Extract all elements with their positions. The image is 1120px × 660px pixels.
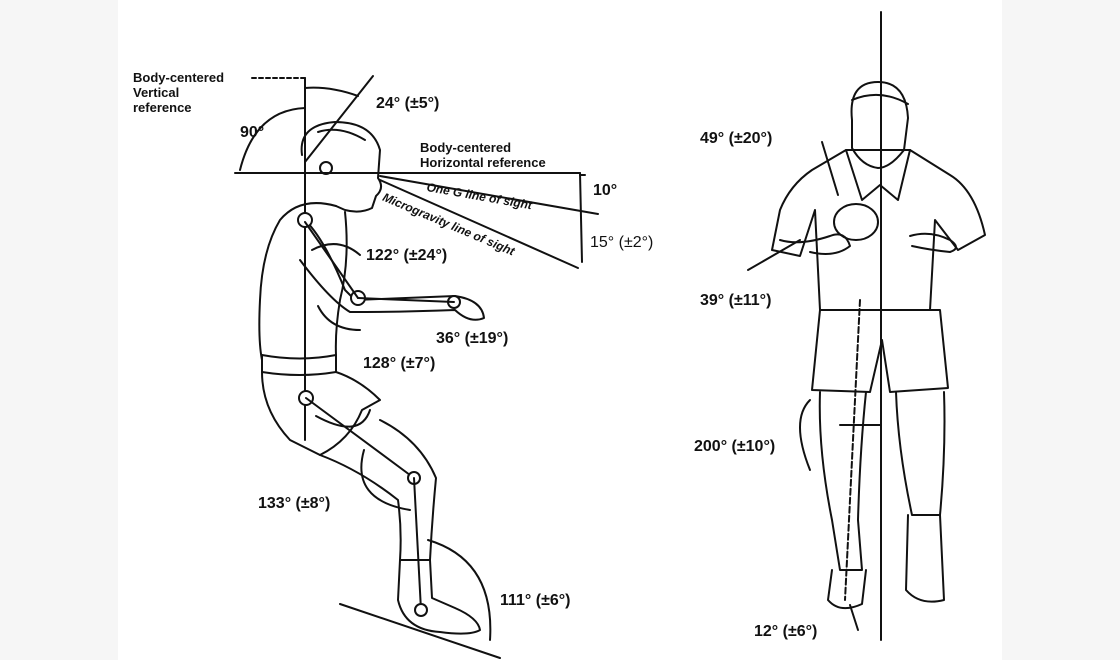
shoulder-angle-label: 122° (±24°): [366, 247, 448, 264]
vertical-reference-line1: Body-centered: [133, 70, 225, 85]
vertical-angle-label: 90°: [240, 124, 265, 141]
vertical-reference-line2: Vertical: [133, 85, 180, 100]
ankle-angle-label: 111° (±6°): [500, 592, 571, 609]
right-margin: [1002, 0, 1120, 660]
diagram-canvas: [118, 0, 1002, 660]
neck-angle-label: 24° (±5°): [376, 95, 440, 112]
side-shorts: [261, 371, 381, 456]
front-left-boot: [827, 569, 867, 610]
vertical-reference-line3: reference: [133, 100, 192, 115]
sight-1g-angle-label: 10°: [593, 182, 618, 199]
microgravity-sight-line: [379, 179, 579, 269]
front-right-boot: [905, 514, 945, 603]
front-left-leg: [818, 391, 867, 571]
front-shoulder-angle-label: 49° (±20°): [700, 130, 773, 147]
front-left-arm: [779, 233, 851, 255]
front-elbow-angle-label: 39° (±11°): [700, 292, 772, 309]
vertical-reference-label: Body-centered Vertical reference: [133, 70, 224, 115]
elbow-angle-label: 36° (±19°): [436, 330, 509, 347]
one-g-sight-line: [379, 175, 599, 215]
front-thigh-angle-label: 200° (±10°): [694, 438, 776, 455]
side-leg: [319, 419, 437, 561]
handheld-device: [833, 203, 879, 241]
knee-angle-label: 133° (±8°): [258, 495, 331, 512]
head-tilt-line: [304, 75, 374, 163]
side-boot: [397, 559, 481, 635]
horizontal-reference-line2: Horizontal reference: [420, 155, 546, 170]
floor-line: [339, 603, 501, 659]
horizontal-reference-line1: Body-centered: [420, 140, 512, 155]
left-margin: [0, 0, 118, 660]
hip-angle-label: 128° (±7°): [363, 355, 436, 372]
front-shorts: [811, 309, 949, 393]
side-back: [258, 202, 337, 361]
horizontal-reference-label: Body-centered Horizontal reference: [420, 140, 546, 170]
front-right-leg: [895, 391, 946, 516]
side-head: [300, 121, 382, 213]
side-arm: [299, 219, 485, 321]
sight-micro-angle-label: 15° (±2°): [590, 234, 654, 251]
front-shirt: [771, 149, 986, 311]
front-foot-angle-label: 12° (±6°): [754, 623, 818, 640]
